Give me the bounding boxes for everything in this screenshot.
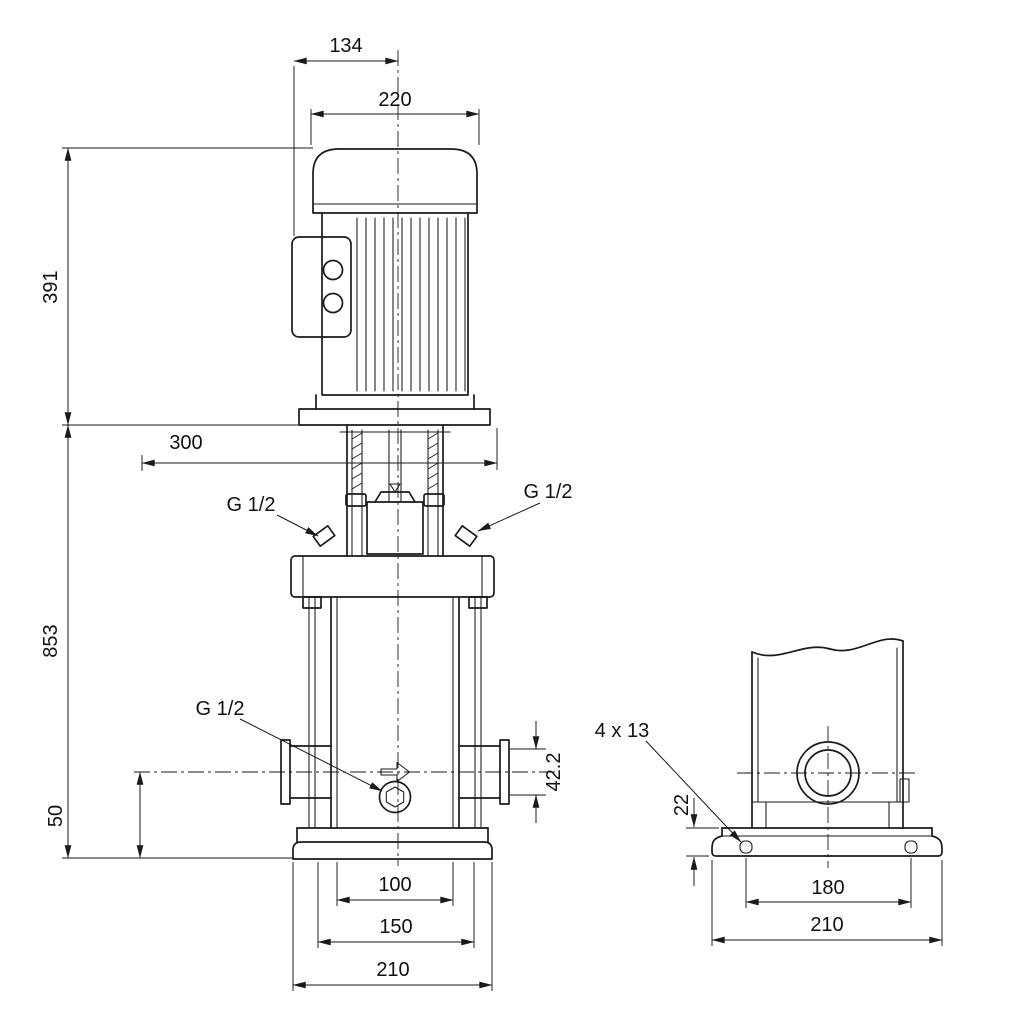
gauge-plug-left <box>312 525 336 547</box>
front-view: 134 220 391 300 853 G 1/2 G 1/2 G 1/2 <box>40 35 572 991</box>
fan-cover <box>312 148 478 214</box>
cable-entry-hole <box>322 259 344 281</box>
tie-rods <box>308 596 482 829</box>
pump-head <box>290 555 495 598</box>
base-skirt-side <box>711 835 943 857</box>
dim-port-height: 50 <box>45 805 67 827</box>
base-skirt <box>292 841 493 860</box>
suction-flange <box>280 739 291 805</box>
lantern-coupling <box>312 424 478 557</box>
dim-base-width-front: 210 <box>376 959 409 981</box>
staybolt-nut <box>345 493 367 507</box>
terminal-box <box>291 236 352 338</box>
leader-line <box>645 740 742 843</box>
plug-left-label: G 1/2 <box>227 494 276 516</box>
dim-motor-height: 391 <box>40 270 62 303</box>
bolt-slot <box>739 840 753 854</box>
break-line <box>751 638 904 657</box>
front-dimensions: 134 220 391 300 853 G 1/2 G 1/2 G 1/2 <box>40 35 572 991</box>
plug-right-label: G 1/2 <box>524 481 573 503</box>
tie-rod-nut <box>468 596 488 609</box>
dim-pump-height: 853 <box>40 624 62 657</box>
cable-entry-hole <box>322 292 344 314</box>
leader-line <box>477 502 541 532</box>
motor-fins <box>356 217 466 392</box>
motor-flange <box>298 408 491 426</box>
drain-plug-hex <box>385 786 405 808</box>
motor <box>291 148 491 426</box>
dim-port-bore: 42.2 <box>543 753 565 792</box>
shaft-coupling <box>366 501 424 555</box>
staybolt-nut <box>423 493 445 507</box>
motor-body <box>321 212 469 396</box>
gauge-plug-right <box>454 525 478 547</box>
centerlines <box>134 50 560 866</box>
bolt-holes-label: 4 x 13 <box>595 720 649 742</box>
base-front <box>292 827 493 860</box>
discharge-flange <box>499 739 510 805</box>
leader-line <box>239 718 383 792</box>
dim-tierod-span: 150 <box>379 916 412 938</box>
side-view: 4 x 13 22 180 210 <box>595 638 943 946</box>
vent-marker <box>389 483 401 493</box>
ports <box>280 739 510 814</box>
sleeve-side <box>737 638 918 868</box>
base-side <box>711 827 943 857</box>
dim-head-width: 300 <box>169 432 202 454</box>
staybolts <box>351 429 439 557</box>
tie-rod-nut <box>302 596 322 609</box>
chamber-sleeve <box>302 596 488 829</box>
thread-hatching <box>351 432 439 490</box>
side-dimensions: 4 x 13 22 180 210 <box>595 720 943 946</box>
drain-plug <box>378 780 412 814</box>
leader-line <box>276 514 319 537</box>
flow-direction-arrow <box>380 761 411 783</box>
clamp-tab <box>899 778 910 803</box>
dim-sleeve-width: 100 <box>378 874 411 896</box>
dim-motor-width: 220 <box>378 89 411 111</box>
dim-base-height: 22 <box>671 794 693 816</box>
dim-hole-spacing: 180 <box>811 877 844 899</box>
dim-base-width-side: 210 <box>810 914 843 936</box>
drain-plug-label: G 1/2 <box>196 698 245 720</box>
bolt-slot <box>904 840 918 854</box>
dim-cap-width: 134 <box>329 35 362 57</box>
